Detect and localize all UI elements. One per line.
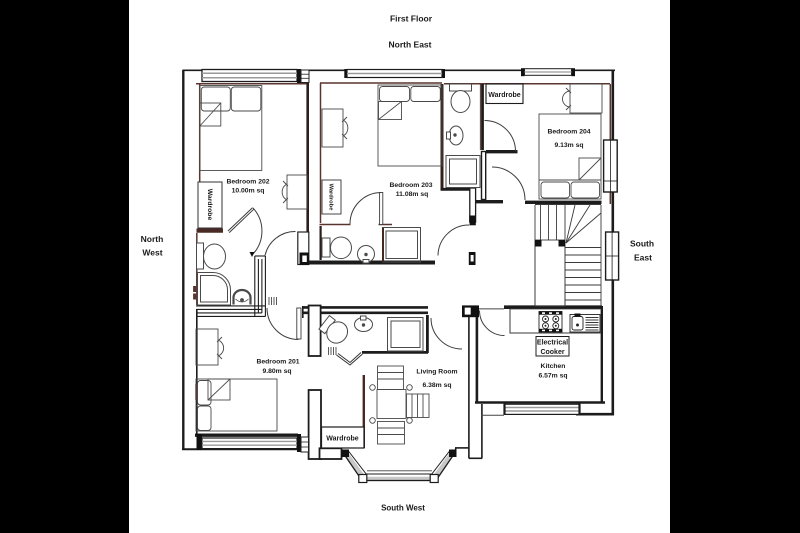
svg-text:Cooker: Cooker	[540, 349, 564, 356]
svg-text:West: West	[142, 248, 162, 258]
svg-text:Wardrobe: Wardrobe	[327, 184, 333, 212]
svg-text:Kitchen: Kitchen	[541, 363, 566, 370]
svg-text:First Floor: First Floor	[390, 14, 433, 24]
svg-text:Bedroom 203: Bedroom 203	[389, 182, 432, 189]
svg-text:Wardrobe: Wardrobe	[206, 189, 213, 221]
svg-text:North: North	[141, 234, 164, 244]
svg-text:6.57m sq: 6.57m sq	[538, 373, 567, 380]
svg-text:Wardrobe: Wardrobe	[488, 92, 521, 99]
svg-text:East: East	[634, 253, 652, 263]
svg-text:Bedroom 202: Bedroom 202	[226, 179, 269, 186]
svg-text:Bedroom 204: Bedroom 204	[547, 129, 590, 136]
svg-text:6.38m sq: 6.38m sq	[422, 382, 451, 389]
svg-text:9.80m sq: 9.80m sq	[262, 368, 291, 375]
svg-text:9.13m sq: 9.13m sq	[554, 142, 583, 149]
svg-text:Living Room: Living Room	[416, 369, 457, 376]
svg-text:Electrical: Electrical	[537, 340, 568, 347]
svg-text:10.00m sq: 10.00m sq	[232, 188, 265, 195]
svg-text:Wardrobe: Wardrobe	[326, 436, 359, 443]
svg-text:South: South	[630, 239, 654, 249]
svg-text:Bedroom 201: Bedroom 201	[256, 359, 299, 366]
svg-text:11.08m sq: 11.08m sq	[396, 191, 429, 198]
svg-text:South West: South West	[381, 504, 425, 513]
svg-text:North East: North East	[389, 40, 432, 50]
